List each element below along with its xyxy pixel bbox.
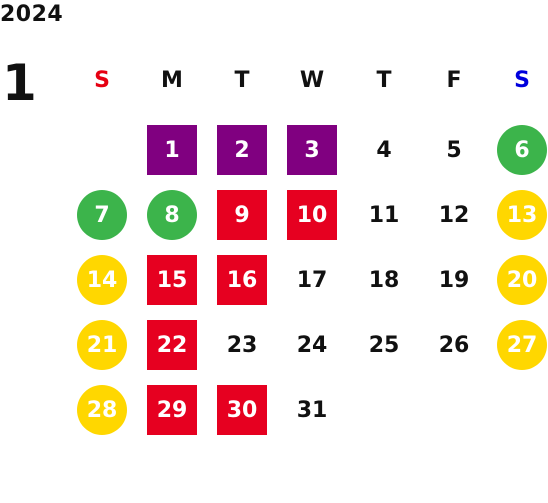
weekday-label: S — [514, 68, 530, 93]
day-cell[interactable]: 2 — [217, 125, 267, 175]
day-cell[interactable]: 28 — [77, 385, 127, 435]
day-cell[interactable]: 6 — [497, 125, 547, 175]
day-cell[interactable]: 27 — [497, 320, 547, 370]
calendar-year: 2024 — [0, 2, 64, 27]
day-cell[interactable]: 26 — [438, 332, 470, 358]
day-cell[interactable]: 17 — [296, 267, 328, 293]
day-cell[interactable]: 10 — [287, 190, 337, 240]
day-cell[interactable]: 14 — [77, 255, 127, 305]
calendar-month: 1 — [2, 54, 37, 112]
day-cell[interactable]: 23 — [226, 332, 258, 358]
day-cell[interactable]: 21 — [77, 320, 127, 370]
weekday-label: T — [376, 68, 392, 93]
day-cell[interactable]: 19 — [438, 267, 470, 293]
weekday-label: T — [234, 68, 250, 93]
day-cell[interactable]: 4 — [376, 137, 392, 163]
day-cell[interactable]: 25 — [368, 332, 400, 358]
day-cell[interactable]: 29 — [147, 385, 197, 435]
weekday-label: F — [446, 68, 462, 93]
day-cell[interactable]: 5 — [446, 137, 462, 163]
day-cell[interactable]: 16 — [217, 255, 267, 305]
day-cell[interactable]: 18 — [368, 267, 400, 293]
day-cell[interactable]: 11 — [368, 202, 400, 228]
day-cell[interactable]: 7 — [77, 190, 127, 240]
day-cell[interactable]: 3 — [287, 125, 337, 175]
day-cell[interactable]: 15 — [147, 255, 197, 305]
day-cell[interactable]: 8 — [147, 190, 197, 240]
day-cell[interactable]: 30 — [217, 385, 267, 435]
day-cell[interactable]: 22 — [147, 320, 197, 370]
weekday-label: M — [161, 68, 183, 93]
weekday-label: S — [94, 68, 110, 93]
weekday-label: W — [299, 68, 325, 93]
day-cell[interactable]: 13 — [497, 190, 547, 240]
day-cell[interactable]: 24 — [296, 332, 328, 358]
day-cell[interactable]: 12 — [438, 202, 470, 228]
day-cell[interactable]: 31 — [296, 397, 328, 423]
day-cell[interactable]: 9 — [217, 190, 267, 240]
day-cell[interactable]: 20 — [497, 255, 547, 305]
day-cell[interactable]: 1 — [147, 125, 197, 175]
